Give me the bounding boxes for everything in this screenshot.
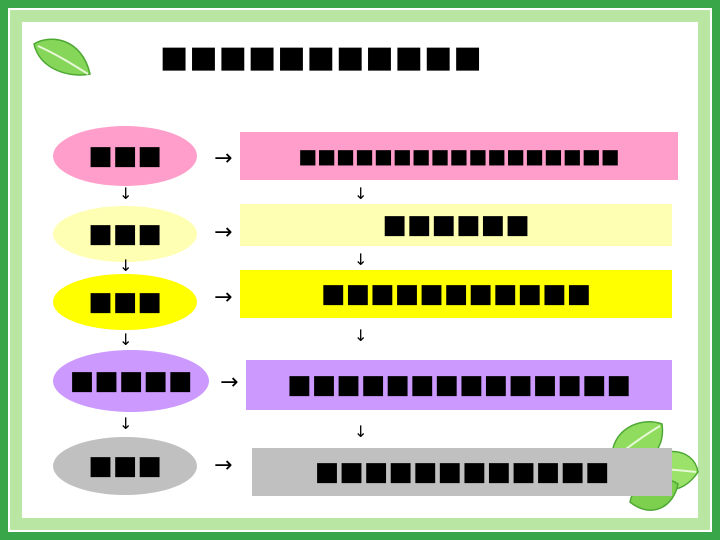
leaf-icon <box>33 38 91 76</box>
oval-step-5: ■■■ <box>53 437 197 495</box>
oval-step-1: ■■■ <box>53 126 197 186</box>
page-title: ■■■■■■■■■■■ <box>160 40 483 75</box>
arrow-down-box-3: ↓ <box>354 326 368 345</box>
box-step-2: ■■■■■■ <box>240 204 672 246</box>
arrow-right-4: → <box>220 370 239 395</box>
box-step-5: ■■■■■■■■■■■■ <box>252 448 672 496</box>
arrow-down-oval-4: ↓ <box>119 414 133 433</box>
box-step-4: ■■■■■■■■■■■■■■ <box>246 360 672 410</box>
arrow-down-box-4: ↓ <box>354 422 368 441</box>
box-step-1: ■■■■■■■■■■■■■■■■■ <box>240 132 678 180</box>
arrow-down-oval-3: ↓ <box>119 330 133 349</box>
arrow-down-oval-2: ↓ <box>119 256 133 275</box>
arrow-down-oval-1: ↓ <box>119 184 133 203</box>
oval-step-4: ■■■■■ <box>53 350 209 412</box>
oval-step-3: ■■■ <box>53 274 197 330</box>
arrow-right-3: → <box>214 285 233 310</box>
arrow-right-2: → <box>214 220 233 245</box>
arrow-right-5: → <box>214 453 233 478</box>
oval-step-2: ■■■ <box>53 206 197 262</box>
arrow-right-1: → <box>214 146 233 171</box>
box-step-3: ■■■■■■■■■■■ <box>240 270 672 318</box>
arrow-down-box-2: ↓ <box>354 250 368 269</box>
arrow-down-box-1: ↓ <box>354 184 368 203</box>
